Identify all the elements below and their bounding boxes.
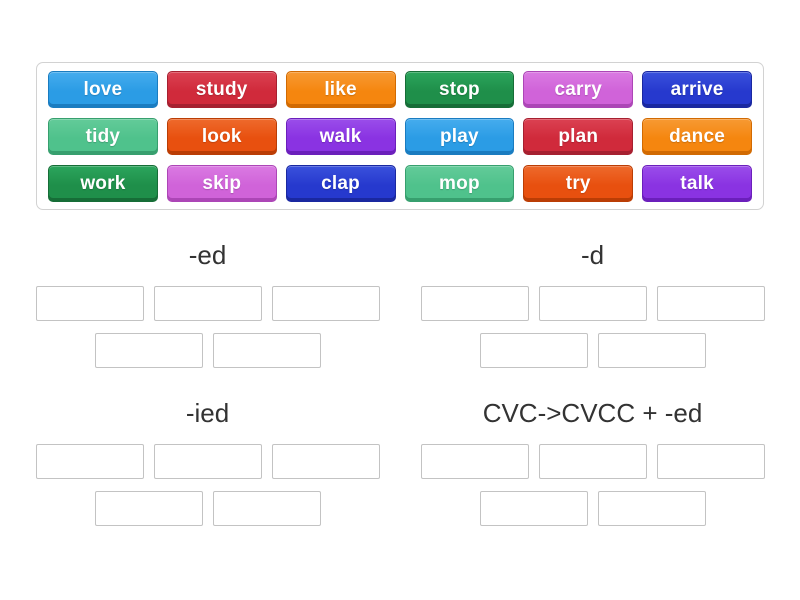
word-bank: love study like stop carry arrive tidy l… <box>36 62 764 210</box>
drop-slot[interactable] <box>420 286 529 321</box>
drop-slot[interactable] <box>656 286 765 321</box>
drop-slot[interactable] <box>538 286 647 321</box>
word-tile[interactable]: mop <box>404 165 515 202</box>
word-tile[interactable]: like <box>285 71 396 108</box>
word-tile[interactable]: work <box>48 165 158 202</box>
slot-row <box>35 444 380 479</box>
group-title: -d <box>580 240 605 270</box>
word-tile[interactable]: stop <box>404 71 515 108</box>
slot-row <box>479 333 706 368</box>
group-ed: -ed <box>35 240 380 368</box>
word-tile[interactable]: tidy <box>48 118 158 155</box>
slot-row <box>479 491 706 526</box>
slot-row <box>420 286 765 321</box>
drop-slot[interactable] <box>420 444 529 479</box>
drop-slot[interactable] <box>94 333 203 368</box>
group-title: -ed <box>188 240 227 270</box>
drop-slot[interactable] <box>538 444 647 479</box>
word-tile[interactable]: look <box>166 118 277 155</box>
group-title: CVC->CVCC + -ed <box>482 398 703 428</box>
word-tile[interactable]: dance <box>642 118 752 155</box>
drop-slot[interactable] <box>479 333 588 368</box>
category-groups: -ed -d -ied <box>35 240 765 526</box>
word-tile[interactable]: walk <box>285 118 396 155</box>
drop-slot[interactable] <box>271 286 380 321</box>
word-tile[interactable]: arrive <box>642 71 752 108</box>
drop-slot[interactable] <box>94 491 203 526</box>
group-title: -ied <box>185 398 230 428</box>
word-tile[interactable]: play <box>404 118 515 155</box>
word-tile[interactable]: carry <box>523 71 634 108</box>
slot-row <box>420 444 765 479</box>
group-cvc-cvcc-ed: CVC->CVCC + -ed <box>420 398 765 526</box>
slot-row <box>94 333 321 368</box>
drop-slot[interactable] <box>212 491 321 526</box>
group-ied: -ied <box>35 398 380 526</box>
drop-slot[interactable] <box>35 444 144 479</box>
drop-slot[interactable] <box>656 444 765 479</box>
word-tile[interactable]: clap <box>285 165 396 202</box>
group-d: -d <box>420 240 765 368</box>
word-tile[interactable]: try <box>523 165 634 202</box>
drop-slot[interactable] <box>153 444 262 479</box>
word-tile[interactable]: plan <box>523 118 634 155</box>
drop-slot[interactable] <box>597 491 706 526</box>
drop-slot[interactable] <box>479 491 588 526</box>
word-tile[interactable]: study <box>166 71 277 108</box>
word-tile[interactable]: talk <box>642 165 752 202</box>
drop-slot[interactable] <box>271 444 380 479</box>
slot-row <box>35 286 380 321</box>
drop-slot[interactable] <box>35 286 144 321</box>
word-tile[interactable]: love <box>48 71 158 108</box>
drop-slot[interactable] <box>153 286 262 321</box>
drop-slot[interactable] <box>212 333 321 368</box>
word-tile[interactable]: skip <box>166 165 277 202</box>
drop-slot[interactable] <box>597 333 706 368</box>
slot-row <box>94 491 321 526</box>
